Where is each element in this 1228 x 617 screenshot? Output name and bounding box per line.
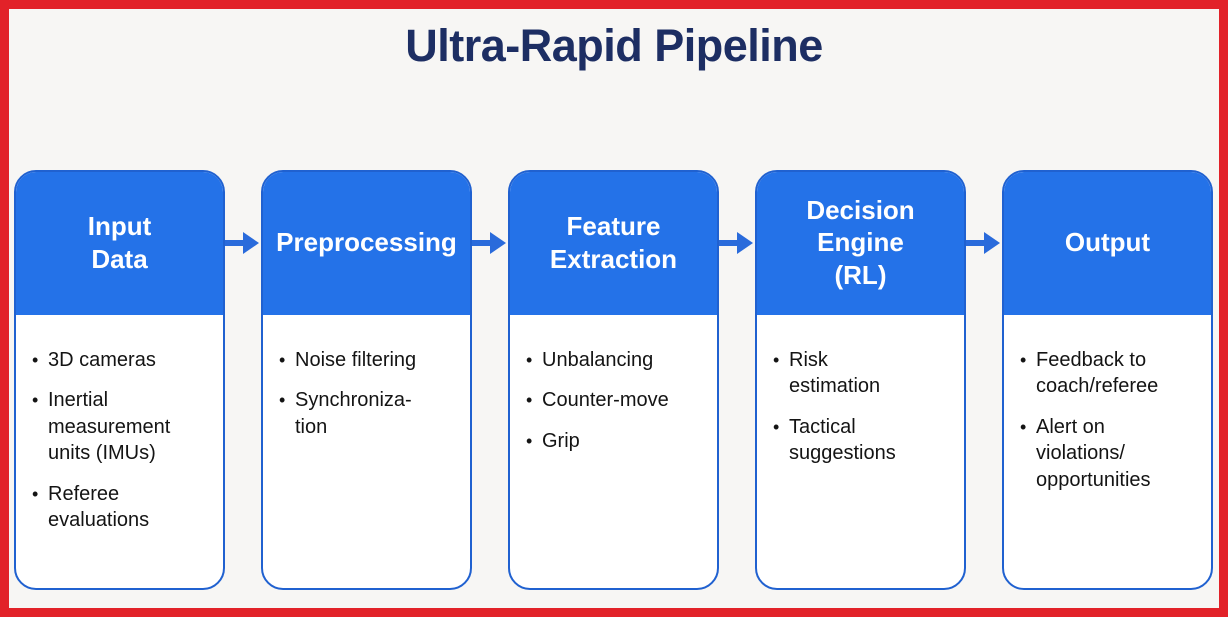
bullet-dot: •	[773, 416, 780, 437]
bullet-label: Alert on violations/ opportunities	[1036, 415, 1151, 491]
stage-card-output: Output • Feedback to coach/referee • Alert…	[1002, 170, 1213, 590]
stage-title-decision-engine: Decision Engine (RL)	[757, 172, 964, 315]
list-item: • Synchroniza- tion	[279, 387, 460, 440]
flow-arrow-icon	[966, 228, 1002, 258]
bullet-label: Inertial measurement units (IMUs)	[48, 389, 171, 465]
bullet-dot: •	[526, 390, 533, 411]
bullet-dot: •	[279, 350, 286, 370]
list-item: • Feedback to coach/referee	[1020, 347, 1201, 400]
stage-card-input-data: Input Data • 3D cameras • Inertial measure…	[14, 170, 225, 590]
list-item: • Unbalancing	[526, 347, 707, 373]
list-item: • Referee evaluations	[32, 481, 213, 534]
bullet-label: Grip	[542, 429, 580, 452]
list-item: • Alert on violations/ opportunities	[1020, 414, 1201, 493]
bullet-label: 3D cameras	[48, 349, 156, 371]
bullet-label: Unbalancing	[542, 349, 654, 371]
bullet-label: Counter-move	[542, 389, 669, 412]
bullet-dot: •	[32, 350, 39, 370]
flow-arrow-icon	[225, 228, 261, 258]
bullet-label: Referee evaluations	[48, 482, 150, 531]
bullet-dot: •	[1020, 416, 1027, 437]
stage-body: • 3D cameras • Inertial measurement units …	[16, 315, 223, 557]
bullet-dot: •	[32, 390, 39, 411]
list-item: • Risk estimation	[773, 347, 954, 400]
bullet-dot: •	[1020, 350, 1027, 370]
stage-card-decision-engine: Decision Engine (RL) • Risk estimation • T…	[755, 170, 966, 590]
stage-body: • Risk estimation • Tactical suggestions	[757, 315, 964, 491]
list-item: • Counter-move	[526, 387, 707, 413]
stage-title-output: Output	[1004, 172, 1211, 315]
pipeline-stages: Input Data • 3D cameras • Inertial measure…	[14, 170, 1214, 590]
stage-title-feature-extraction: Feature Extraction	[510, 172, 717, 315]
bullet-dot: •	[526, 430, 533, 451]
bullet-dot: •	[526, 350, 533, 370]
list-item: • Noise filtering	[279, 347, 460, 373]
list-item: • Grip	[526, 428, 707, 454]
stage-body: • Noise filtering • Synchroniza- tion	[263, 315, 470, 464]
list-item: • Tactical suggestions	[773, 414, 954, 467]
list-item: • 3D cameras	[32, 347, 213, 373]
bullet-label: Risk estimation	[789, 349, 881, 398]
bullet-label: Tactical suggestions	[789, 415, 896, 465]
stage-body: • Feedback to coach/referee • Alert on vio…	[1004, 315, 1211, 517]
flow-arrow-icon	[472, 228, 508, 258]
stage-body: • Unbalancing • Counter-move • Grip	[510, 315, 717, 478]
bullet-dot: •	[773, 350, 780, 370]
bullet-label: Noise filtering	[295, 349, 417, 371]
bullet-dot: •	[32, 483, 39, 504]
stage-card-preprocessing: Preprocessing • Noise filtering • Synchron…	[261, 170, 472, 590]
stage-card-feature-extraction: Feature Extraction • Unbalancing • Counter…	[508, 170, 719, 590]
stage-title-preprocessing: Preprocessing	[263, 172, 470, 315]
list-item: • Inertial measurement units (IMUs)	[32, 387, 213, 466]
page-title: Ultra-Rapid Pipeline	[405, 20, 823, 71]
flow-arrow-icon	[719, 228, 755, 258]
stage-title-input-data: Input Data	[16, 172, 223, 315]
bullet-label: Feedback to coach/referee	[1036, 349, 1159, 398]
bullet-label: Synchroniza- tion	[295, 389, 412, 438]
bullet-dot: •	[279, 390, 286, 411]
